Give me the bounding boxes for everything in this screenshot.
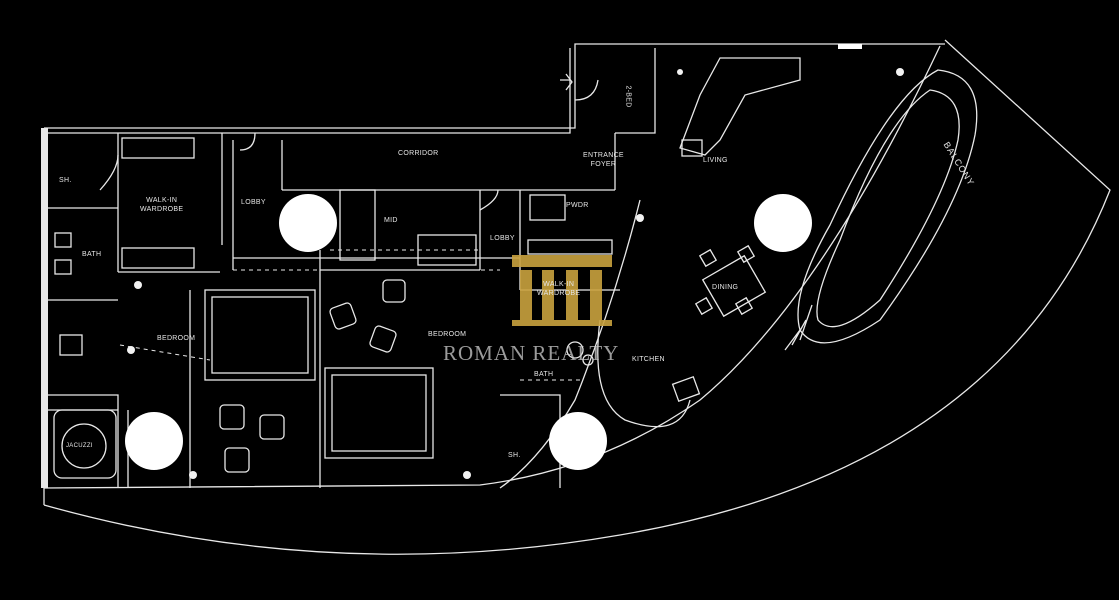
bedroom-center-label: BEDROOM — [428, 331, 467, 338]
dining-label: DINING — [712, 284, 739, 291]
jacuzzi-tub — [53, 409, 117, 479]
bedroom-left-label: BEDROOM — [157, 335, 196, 342]
shower-left-label: SH. — [59, 177, 72, 184]
walk-in-wardrobe-right-label: WALK-IN WARDROBE — [537, 281, 581, 297]
two-bed-label: 2-BED — [624, 85, 632, 108]
bath-left-label: BATH — [82, 251, 102, 258]
lobby-right-label: LOBBY — [490, 235, 515, 242]
lobby-left-label: LOBBY — [241, 199, 266, 206]
bath-right-label: BATH — [534, 371, 554, 378]
watermark-text: ROMAN REALTY — [443, 341, 620, 365]
white-markers — [125, 194, 812, 470]
jacuzzi-label: JACUZZI — [66, 443, 93, 449]
dining-table — [694, 244, 767, 318]
walk-in-wardrobe-left-label: WALK-IN WARDROBE — [140, 197, 184, 213]
living-label: LIVING — [703, 157, 728, 164]
bed-left — [204, 289, 316, 381]
shower-right-label: SH. — [508, 452, 521, 459]
plant-symbols — [127, 68, 904, 479]
outer-wall-top — [44, 43, 945, 129]
kitchen-label: KITCHEN — [632, 356, 665, 363]
living-sofa — [679, 57, 801, 156]
balcony-outer-edge — [43, 39, 1111, 555]
watermark-logo — [512, 255, 612, 326]
entrance-foyer-label: ENTRANCE FOYER — [583, 152, 624, 168]
mid-label: MID — [384, 217, 398, 224]
bed-center — [324, 367, 434, 459]
balcony-oval — [797, 69, 978, 344]
corridor-label: CORRIDOR — [398, 150, 439, 157]
kitchen-island — [597, 319, 691, 428]
wardrobe-left-rails — [121, 137, 195, 269]
powder-room-label: PWDR — [566, 202, 589, 209]
